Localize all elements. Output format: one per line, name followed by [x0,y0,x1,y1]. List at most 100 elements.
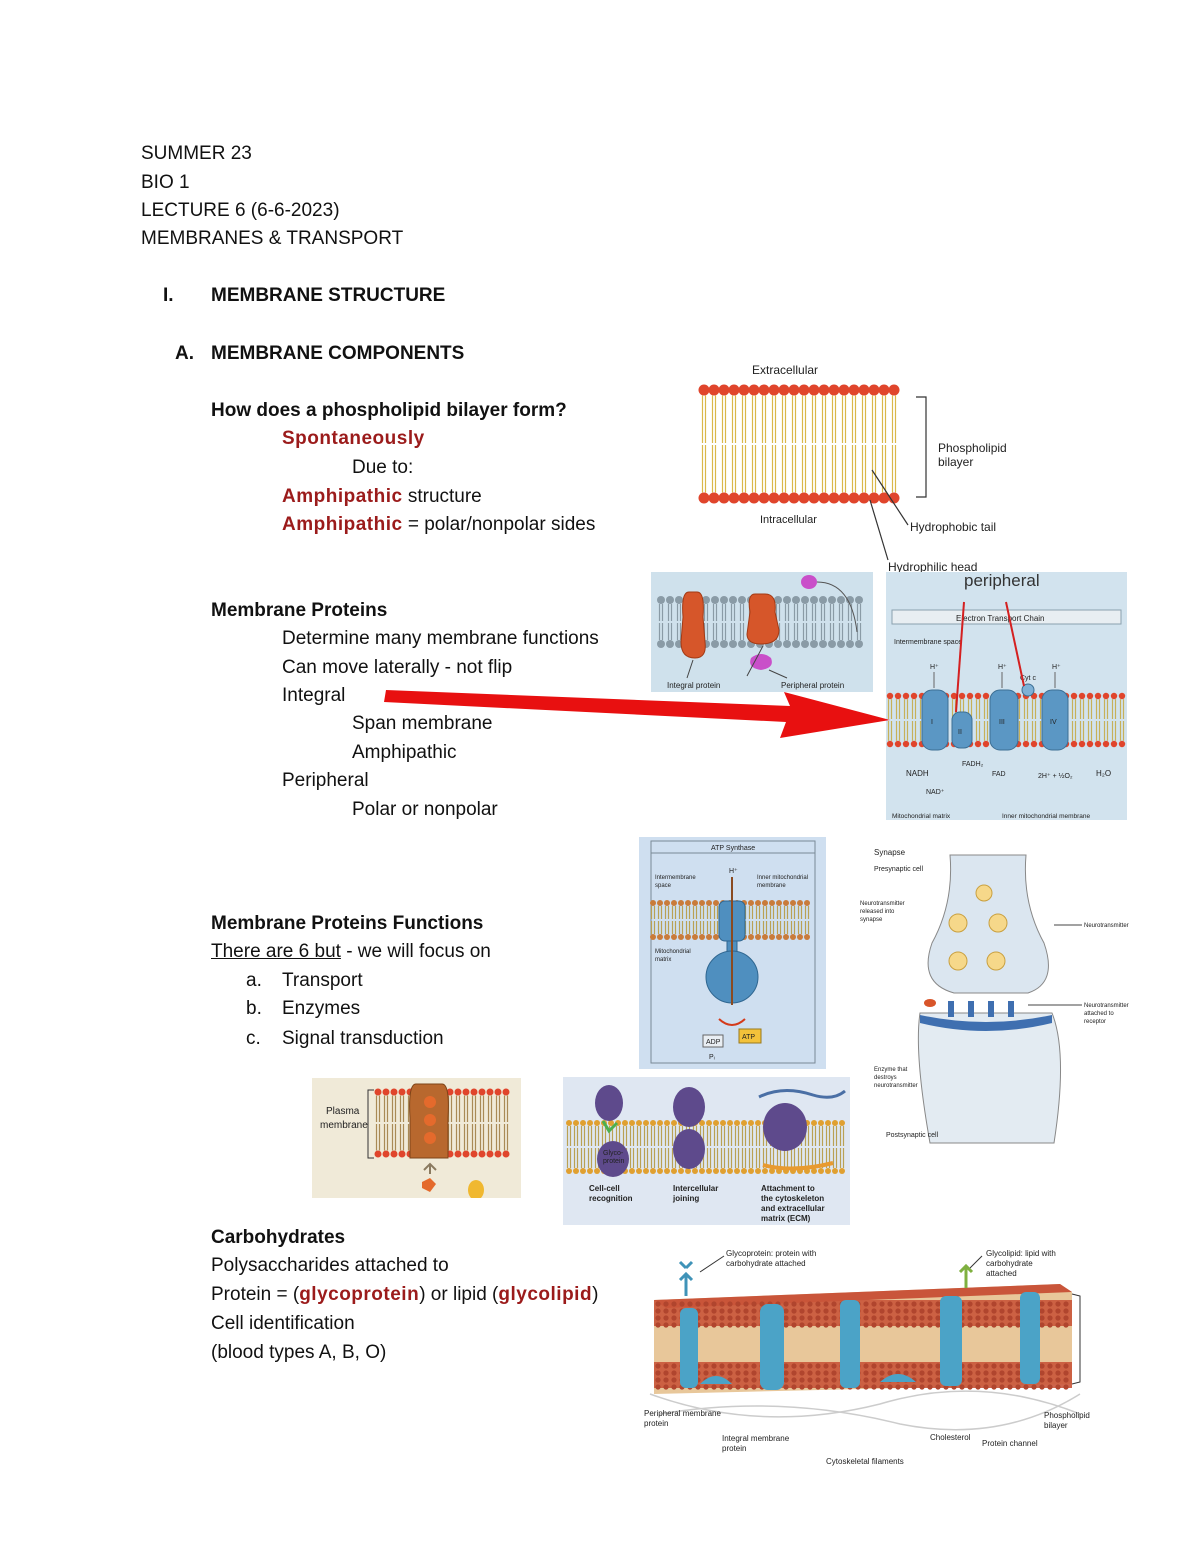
lipid-head [839,1168,845,1174]
lipid-head [751,1322,757,1328]
lipid-head [804,934,810,940]
lipid-head [863,1322,869,1328]
lipid-head [1063,1315,1069,1321]
lipid-head [727,1120,733,1126]
lipid-head [719,1301,725,1307]
lipid-head [679,1301,685,1307]
lipid-head [470,1150,478,1158]
cytoskeletal-filament [659,1393,1081,1431]
lipid-head [664,934,670,940]
lipid-head [871,1301,877,1307]
lipid-head [825,1168,831,1174]
lipid-head [671,1384,677,1390]
lipid-head [657,934,663,940]
lipid-head [983,1363,989,1369]
lipid-head [727,1315,733,1321]
lipid-head [799,1384,805,1390]
lipid-head [927,1322,933,1328]
lipid-head [958,692,966,700]
integral-protein [680,1308,698,1388]
lipid-head [478,1150,486,1158]
peripheral-protein [880,1374,916,1382]
lipid-head [823,1384,829,1390]
lipid-head [1063,1322,1069,1328]
vesicle [988,913,1008,933]
lipid-head [655,1315,661,1321]
lipid-head [927,1301,933,1307]
lipid-head [1039,1384,1045,1390]
lipid-head [1110,692,1118,700]
lipid-head [751,1377,757,1383]
lipid-head [1086,740,1094,748]
lipid-head [738,492,750,504]
lipid-head [903,1363,909,1369]
list-marker: a. [246,970,262,991]
functions-intro-rest: - we will focus on [340,941,491,962]
lipid-head [894,692,902,700]
lipid-head [671,1168,677,1174]
lipid-head [663,1315,669,1321]
lipid-head [743,1363,749,1369]
lipid-head [966,692,974,700]
protein-functions-svg: Glyco- protein Cell-cell recognition Int… [566,1085,846,1223]
enzyme-label-3: neurotransmitter [874,1083,918,1089]
lipid-head [711,1384,717,1390]
lipid-head [999,1370,1005,1376]
lipid-head [671,934,677,940]
lipid-head [1055,1363,1061,1369]
lipid-head [719,1363,725,1369]
integral-pointer-2 [746,645,764,677]
lipid-head [783,1377,789,1383]
functions-heading: Membrane Proteins Functions [211,913,484,934]
enzyme-label-2: destroys [874,1075,897,1081]
lipid-head [706,1168,712,1174]
lipid-head [831,1308,837,1314]
lipid-head [919,1370,925,1376]
lipid-head [1015,1301,1021,1307]
lipid-head [671,900,677,906]
lipid-head [743,1377,749,1383]
lipid-head [911,1308,917,1314]
lipid-head [935,1384,941,1390]
peripheral-label-2: protein [644,1419,668,1428]
lipid-head [858,492,870,504]
lipid-head [888,384,900,396]
plasma-label-2: membrane [320,1120,368,1131]
lipid-head [935,1377,941,1383]
lipid-head [751,1301,757,1307]
lipid-head [666,640,674,648]
lipid-head [727,1384,733,1390]
glycoprotein-term: glycoprotein [299,1284,420,1305]
lipid-head [699,1168,705,1174]
lipid-head [783,1308,789,1314]
lipid-head [382,1150,390,1158]
lipid-head [879,1363,885,1369]
transport-protein-svg: Plasma membrane [320,1083,510,1198]
lipid-head [894,740,902,748]
solute [424,1132,436,1144]
lipid-head [743,1370,749,1376]
membrane-proteins-heading: Membrane Proteins [211,600,388,621]
lipid-head [666,596,674,604]
lipid-head [975,1315,981,1321]
atp-synthase-figure: ATP Synthase Intermembrane space Inner m… [639,837,826,1069]
lipid-head [769,934,775,940]
lipid-head [801,640,809,648]
lipid-head [832,1120,838,1126]
lipid-head [1007,1301,1013,1307]
lipid-head [868,384,880,396]
integral-protein [760,1304,784,1390]
lipid-head [1078,740,1086,748]
lipid-head [687,1301,693,1307]
lipid-head [887,1370,893,1376]
lipid-head [911,1384,917,1390]
vesicle [986,951,1006,971]
lipid-head [791,1322,797,1328]
lipid-head [783,1322,789,1328]
lipid-head [815,1363,821,1369]
caption-3-line-2: the cytoskeleton [761,1194,824,1203]
lipid-head [815,1308,821,1314]
lipid-head [1110,740,1118,748]
lipid-head [999,1363,1005,1369]
cytochrome-c-shape [1021,683,1035,697]
